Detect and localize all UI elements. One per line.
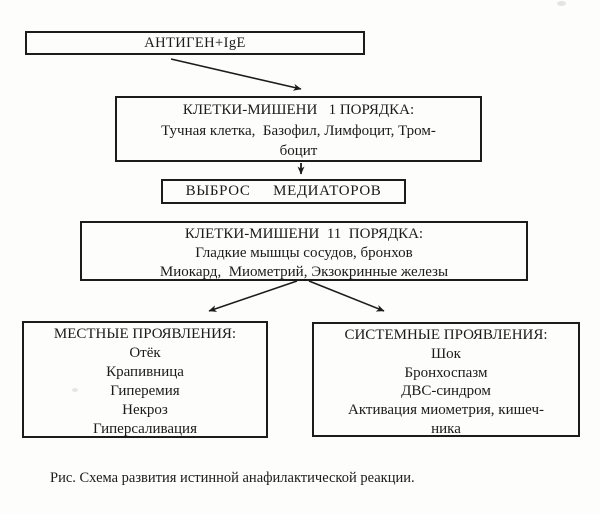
box-systemic-manifestations: СИСТЕМНЫЕ ПРОЯВЛЕНИЯ: Шок Бронхоспазм ДВ… <box>312 322 580 437</box>
targets1-title: КЛЕТКИ-МИШЕНИ 1 ПОРЯДКА: <box>182 102 415 118</box>
local-item: Отёк <box>129 345 161 361</box>
local-item: Крапивница <box>106 364 184 380</box>
box-target-cells-order-1: КЛЕТКИ-МИШЕНИ 1 ПОРЯДКА: Тучная клетка, … <box>115 96 482 162</box>
mediators-title: ВЫБРОС МЕДИАТОРОВ <box>185 183 382 199</box>
arrow-targets2-to-systemic-icon <box>308 280 385 312</box>
systemic-title: СИСТЕМНЫЕ ПРОЯВЛЕНИЯ: <box>344 327 548 343</box>
scan-artifact <box>557 1 566 6</box>
targets2-line-2: Миокард, Миометрий, Экзокринные железы <box>159 263 449 280</box>
local-title: МЕСТНЫЕ ПРОЯВЛЕНИЯ: <box>53 326 237 342</box>
scan-artifact <box>72 388 78 392</box>
systemic-item: Шок <box>431 345 461 362</box>
systemic-item: Бронхоспазм <box>404 364 488 381</box>
local-item: Гиперемия <box>110 383 180 399</box>
box-antigen: АНТИГЕН+IgE <box>25 31 365 55</box>
antigen-title: АНТИГЕН+IgE <box>144 35 246 51</box>
systemic-item: Активация миометрия, кишеч- <box>348 402 544 419</box>
targets1-line-1: Тучная клетка, Базофил, Лимфоцит, Тром- <box>161 122 436 139</box>
targets1-line-2: боцит <box>279 143 318 159</box>
box-mediator-release: ВЫБРОС МЕДИАТОРОВ <box>161 179 406 204</box>
local-item: Некроз <box>122 402 168 418</box>
systemic-item: ДВС-синдром <box>401 383 491 400</box>
arrow-antigen-to-targets1-icon <box>170 58 302 91</box>
arrow-targets2-to-local-icon <box>208 280 298 312</box>
systemic-item: ника <box>431 420 461 437</box>
local-item: Гиперсаливация <box>93 421 197 437</box>
box-target-cells-order-2: КЛЕТКИ-МИШЕНИ 11 ПОРЯДКА: Гладкие мышцы … <box>80 221 528 281</box>
targets2-title: КЛЕТКИ-МИШЕНИ 11 ПОРЯДКА: <box>184 226 424 242</box>
targets2-line-1: Гладкие мышцы сосудов, бронхов <box>195 244 413 261</box>
figure-caption: Рис. Схема развития истинной анафилактич… <box>50 470 415 486</box>
box-local-manifestations: МЕСТНЫЕ ПРОЯВЛЕНИЯ: Отёк Крапивница Гипе… <box>22 321 268 438</box>
